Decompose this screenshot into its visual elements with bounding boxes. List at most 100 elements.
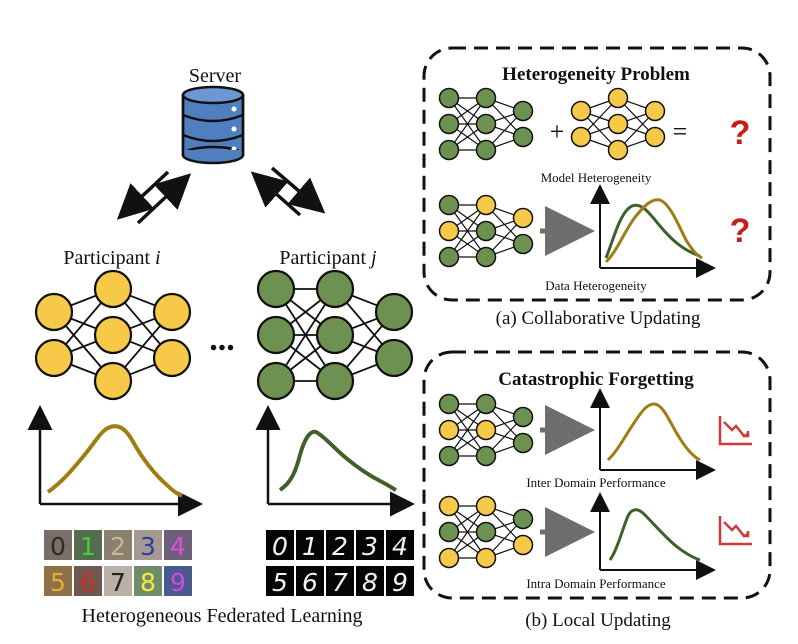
digit-tile-label: 9 bbox=[170, 568, 186, 597]
network-node bbox=[438, 547, 460, 569]
network-node bbox=[607, 113, 629, 135]
panel-a-mixed-network bbox=[438, 194, 534, 268]
network-node bbox=[475, 194, 497, 216]
network-node bbox=[607, 87, 629, 109]
network-node bbox=[93, 269, 133, 309]
performance-drop-icon-2 bbox=[718, 516, 752, 546]
network-node bbox=[475, 220, 497, 242]
network-node bbox=[438, 246, 460, 268]
network-node bbox=[512, 233, 534, 255]
digit-tile-label: 4 bbox=[392, 532, 408, 561]
digit-tile bbox=[386, 566, 414, 596]
panel-a-yellow-network bbox=[570, 87, 666, 161]
digit-tile bbox=[326, 530, 354, 560]
digit-tile-label: 6 bbox=[302, 568, 318, 597]
participant-j-network bbox=[256, 269, 414, 401]
network-node bbox=[438, 393, 460, 415]
network-node bbox=[475, 547, 497, 569]
panel-b-intra-network bbox=[438, 495, 534, 569]
panel-a-box bbox=[422, 46, 772, 302]
network-node bbox=[512, 406, 534, 428]
network-node bbox=[475, 87, 497, 109]
exchange-arrows-right bbox=[250, 166, 326, 217]
data-heterogeneity-plot bbox=[590, 184, 716, 278]
network-node bbox=[475, 521, 497, 543]
network-node bbox=[512, 207, 534, 229]
ellipsis: ... bbox=[209, 321, 235, 358]
network-node bbox=[570, 100, 592, 122]
digit-tile bbox=[104, 566, 132, 596]
left-caption: Heterogeneous Federated Learning bbox=[82, 605, 363, 627]
digit-tile bbox=[44, 530, 72, 560]
digit-tile bbox=[356, 566, 384, 596]
network-node bbox=[438, 495, 460, 517]
digit-tile bbox=[266, 530, 294, 560]
digit-tile bbox=[164, 530, 192, 560]
network-node bbox=[438, 521, 460, 543]
network-node bbox=[438, 113, 460, 135]
network-node bbox=[93, 315, 133, 355]
network-edge bbox=[448, 403, 487, 457]
network-node bbox=[34, 292, 74, 332]
question-icon-data: ? bbox=[730, 212, 751, 250]
panel-b-caption: (b) Local Updating bbox=[525, 610, 671, 631]
network-node bbox=[315, 361, 355, 401]
digit-tile-label: 8 bbox=[140, 568, 156, 597]
panel-b-inter-network bbox=[438, 393, 534, 467]
participant-j-plot bbox=[255, 405, 415, 517]
network-edge bbox=[448, 97, 487, 151]
network-node bbox=[475, 445, 497, 467]
participant-j-label: Participant j bbox=[279, 247, 377, 269]
network-node bbox=[438, 139, 460, 161]
digit-tile bbox=[296, 566, 324, 596]
digit-tile-label: 2 bbox=[110, 532, 126, 561]
digit-tile bbox=[44, 566, 72, 596]
network-node bbox=[152, 292, 192, 332]
question-icon-model: ? bbox=[730, 114, 751, 152]
digit-tile bbox=[74, 530, 102, 560]
network-node bbox=[374, 338, 414, 378]
equals-sign: = bbox=[673, 117, 688, 146]
digit-tile bbox=[164, 566, 192, 596]
digit-tile-label: 0 bbox=[50, 532, 66, 561]
exchange-arrows-left bbox=[116, 170, 192, 225]
digit-tile bbox=[326, 566, 354, 596]
network-node bbox=[256, 269, 296, 309]
digit-tile-label: 2 bbox=[332, 532, 348, 561]
network-node bbox=[475, 139, 497, 161]
network-node bbox=[512, 432, 534, 454]
digit-tile-label: 1 bbox=[80, 532, 96, 561]
performance-drop-icon-1 bbox=[718, 416, 752, 446]
network-edge bbox=[448, 204, 487, 258]
digit-tile bbox=[266, 566, 294, 596]
plus-sign: + bbox=[550, 117, 565, 146]
digit-tile-label: 1 bbox=[302, 532, 318, 561]
network-node bbox=[438, 419, 460, 441]
intra-domain-plot bbox=[590, 492, 716, 580]
digit-tile bbox=[104, 530, 132, 560]
network-node bbox=[152, 338, 192, 378]
data-heterogeneity-label: Data Heterogeneity bbox=[545, 278, 647, 293]
digit-tile bbox=[74, 566, 102, 596]
digit-tile bbox=[386, 530, 414, 560]
network-node bbox=[93, 361, 133, 401]
network-node bbox=[475, 419, 497, 441]
network-node bbox=[34, 338, 74, 378]
network-node bbox=[256, 361, 296, 401]
panel-a-title: Heterogeneity Problem bbox=[502, 64, 690, 85]
panel-b-title: Catastrophic Forgetting bbox=[498, 369, 694, 390]
digit-tile bbox=[134, 566, 162, 596]
server-label: Server bbox=[189, 65, 242, 87]
digit-tile bbox=[134, 530, 162, 560]
network-node bbox=[644, 126, 666, 148]
network-node bbox=[475, 246, 497, 268]
model-heterogeneity-label: Model Heterogeneity bbox=[541, 170, 652, 185]
network-node bbox=[374, 292, 414, 332]
digit-tile-label: 9 bbox=[392, 568, 408, 597]
digit-tile-label: 8 bbox=[362, 568, 378, 597]
panel-a-caption: (a) Collaborative Updating bbox=[496, 308, 701, 329]
digit-tile bbox=[296, 530, 324, 560]
participant-i-label: Participant i bbox=[63, 247, 160, 269]
